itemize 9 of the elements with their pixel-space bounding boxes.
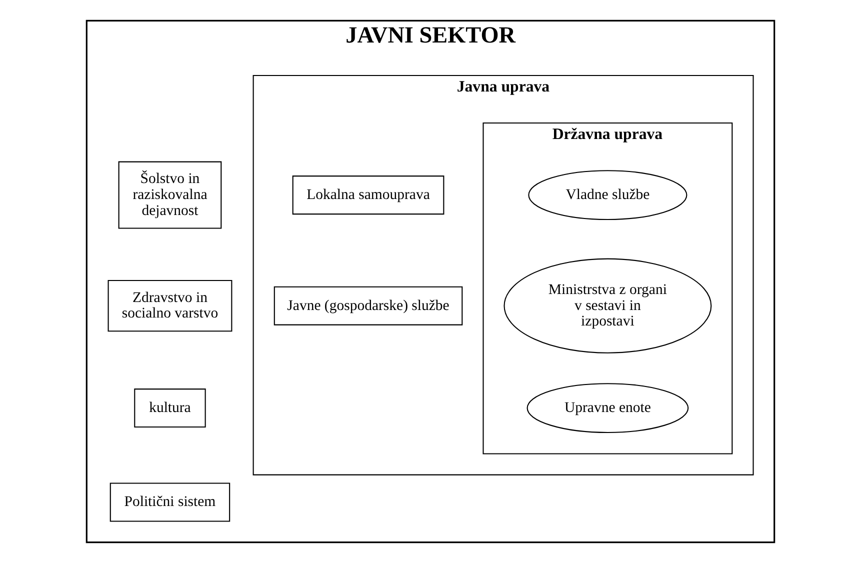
node-box: Javne (gospodarske) službe (274, 286, 463, 326)
node-box: kultura (134, 388, 206, 428)
node-box: Lokalna samouprava (292, 176, 444, 215)
node-ellipse: Ministrstva z organi v sestavi in izpostavi (504, 258, 712, 354)
node-box: Šolstvo in raziskovalna dejavnost (118, 161, 222, 229)
node-ellipse: Vladne službe (528, 170, 688, 220)
node-box: Politični sistem (110, 482, 230, 522)
node-ellipse: Upravne enote (526, 383, 689, 433)
node-box: Zdravstvo in socialno varstvo (108, 280, 232, 332)
